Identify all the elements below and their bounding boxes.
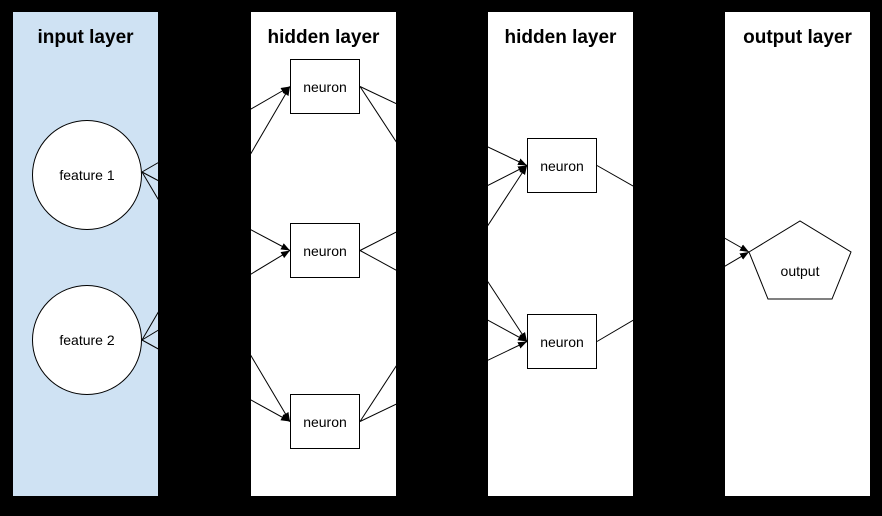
edge-feature1-to-h1n1 bbox=[141, 86, 291, 173]
node-hidden1-neuron-1: neuron bbox=[290, 59, 360, 114]
node-output-label: output bbox=[749, 248, 851, 294]
edge-h1n1-to-h2n2 bbox=[359, 86, 528, 342]
edge-feature2-to-h1n3 bbox=[141, 339, 291, 422]
layer-title-output: output layer bbox=[743, 27, 852, 48]
output-pentagon-shape bbox=[748, 220, 852, 300]
node-label: neuron bbox=[303, 242, 347, 259]
edge-h1n2-to-h2n1 bbox=[359, 165, 528, 251]
node-hidden2-neuron-1: neuron bbox=[527, 138, 597, 193]
node-label: neuron bbox=[540, 333, 584, 350]
node-hidden1-neuron-3: neuron bbox=[290, 394, 360, 449]
edge-feature2-to-h1n2 bbox=[141, 250, 291, 341]
layer-panel-hidden-2: hidden layer bbox=[488, 12, 633, 496]
edge-h2n1-to-out bbox=[596, 165, 750, 253]
node-feature-2: feature 2 bbox=[32, 285, 142, 395]
edge-feature2-to-h1n1 bbox=[141, 86, 291, 341]
layer-title-hidden-2: hidden layer bbox=[504, 27, 617, 48]
node-label: output bbox=[780, 263, 820, 279]
edge-h2n2-to-out bbox=[596, 251, 750, 342]
node-hidden1-neuron-2: neuron bbox=[290, 223, 360, 278]
node-label: neuron bbox=[303, 78, 347, 95]
node-feature-1: feature 1 bbox=[32, 120, 142, 230]
node-label: neuron bbox=[303, 413, 347, 430]
layer-title-input: input layer bbox=[37, 27, 134, 48]
edge-h1n3-to-h2n2 bbox=[359, 341, 528, 422]
node-label: feature 1 bbox=[59, 167, 115, 183]
node-hidden2-neuron-2: neuron bbox=[527, 314, 597, 369]
edge-h1n2-to-h2n2 bbox=[359, 250, 528, 342]
edge-feature1-to-h1n2 bbox=[141, 171, 291, 251]
node-label: neuron bbox=[540, 157, 584, 174]
layer-title-hidden-1: hidden layer bbox=[267, 27, 380, 48]
edge-feature1-to-h1n3 bbox=[141, 171, 291, 422]
node-label: feature 2 bbox=[59, 332, 115, 348]
layer-panel-input: input layer bbox=[13, 12, 158, 496]
edge-h1n3-to-h2n1 bbox=[359, 165, 528, 422]
edge-h1n1-to-h2n1 bbox=[359, 86, 528, 166]
